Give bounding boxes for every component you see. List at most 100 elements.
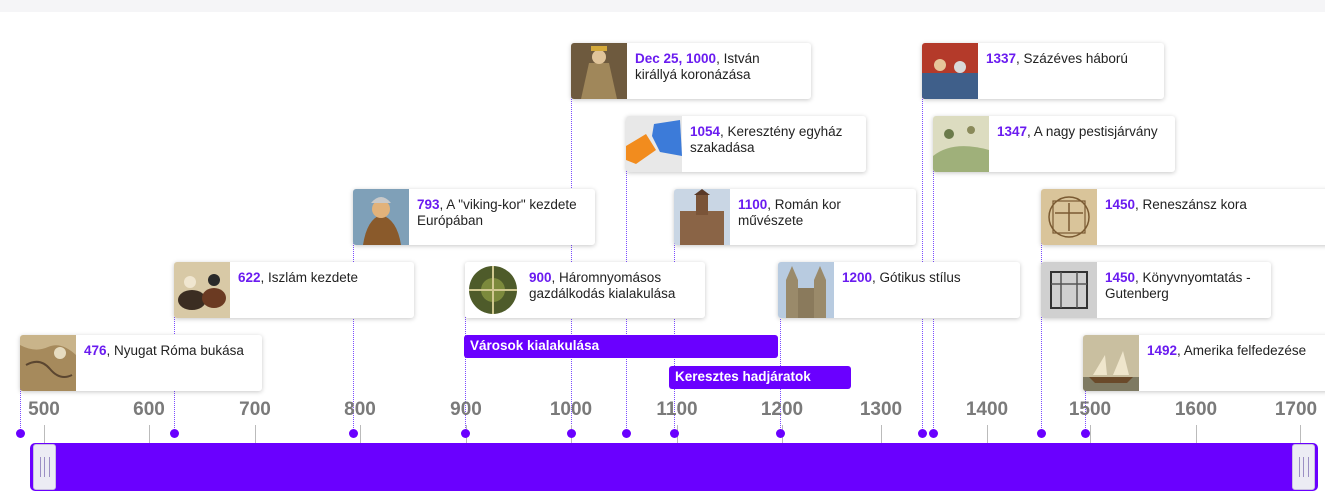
event-line-viking [353, 236, 354, 434]
event-marker-gothic[interactable] [775, 429, 785, 438]
axis-tick-label: 1500 [1068, 399, 1112, 420]
event-card-roman[interactable]: 1100, Román kor művészete [674, 189, 916, 245]
event-marker-schism[interactable] [621, 429, 631, 438]
grip-icon [39, 457, 50, 477]
axis-tick-label: 1000 [549, 399, 593, 420]
axis-tick [44, 425, 45, 443]
axis-tick-label: 1600 [1174, 399, 1218, 420]
period-crusades[interactable]: Keresztes hadjáratok [669, 366, 851, 389]
event-date: 476 [84, 343, 107, 358]
event-card-print[interactable]: 1450, Könyvnyomtatás - Gutenberg [1041, 262, 1271, 318]
axis-tick-label: 600 [133, 399, 165, 420]
axis-tick [360, 425, 361, 443]
event-title: , Nyugat Róma bukása [106, 343, 244, 358]
event-date: 622 [238, 270, 261, 285]
event-card-islam[interactable]: 622, Iszlám kezdete [174, 262, 414, 318]
event-title: , Keresztény egyház szakadása [690, 124, 843, 155]
axis-tick [1300, 425, 1301, 443]
event-card-gothic[interactable]: 1200, Gótikus stílus [778, 262, 1020, 318]
event-date: 1054 [690, 124, 721, 139]
event-marker-threefield[interactable] [460, 429, 470, 438]
event-title: , Könyvnyomtatás - Gutenberg [1105, 270, 1251, 301]
king-image [571, 43, 627, 99]
event-title: , A "viking-kor" kezdete Európában [417, 197, 577, 228]
event-marker-roman[interactable] [669, 429, 679, 438]
event-marker-renaissance[interactable] [1036, 429, 1046, 438]
period-cities[interactable]: Városok kialakulása [464, 335, 778, 358]
cathedral-image [778, 262, 834, 318]
event-date: 1450 [1105, 270, 1136, 285]
event-line-rome [20, 382, 21, 434]
event-date: Dec 25, 1000 [635, 51, 717, 66]
axis-tick-label: 800 [344, 399, 376, 420]
event-date: 1450 [1105, 197, 1136, 212]
axis-tick [149, 425, 150, 443]
event-card-istvan[interactable]: Dec 25, 1000, István királlyá koronázása [571, 43, 811, 99]
top-band [0, 0, 1325, 12]
event-title: , Háromnyomásos gazdálkodás kialakulása [529, 270, 676, 301]
event-title: , A nagy pestisjárvány [1027, 124, 1158, 139]
event-marker-islam[interactable] [169, 429, 179, 438]
event-card-hundred[interactable]: 1337, Százéves háború [922, 43, 1164, 99]
event-title: , Gótikus stílus [872, 270, 961, 285]
viking-image [353, 189, 409, 245]
printing-press-image [1041, 262, 1097, 318]
event-card-viking[interactable]: 793, A "viking-kor" kezdete Európában [353, 189, 595, 245]
axis-tick [255, 425, 256, 443]
event-marker-istvan[interactable] [566, 429, 576, 438]
church-image [674, 189, 730, 245]
event-marker-viking[interactable] [348, 429, 358, 438]
event-marker-rome[interactable] [15, 429, 25, 438]
riders-image [174, 262, 230, 318]
range-handle-right[interactable] [1292, 444, 1315, 490]
event-date: 1100 [738, 197, 768, 212]
axis-tick-label: 1400 [965, 399, 1009, 420]
wheel-image [465, 262, 521, 318]
axis-tick-label: 1300 [859, 399, 903, 420]
battle-image [922, 43, 978, 99]
axis-tick-label: 1100 [656, 399, 698, 420]
map-image [20, 335, 76, 391]
ships-image [1083, 335, 1139, 391]
axis-tick [987, 425, 988, 443]
event-date: 900 [529, 270, 552, 285]
europe-map-image [626, 116, 682, 172]
event-title: , István királlyá koronázása [635, 51, 760, 82]
event-card-schism[interactable]: 1054, Keresztény egyház szakadása [626, 116, 866, 172]
event-title: , Amerika felfedezése [1177, 343, 1307, 358]
event-date: 793 [417, 197, 440, 212]
axis-tick-label: 900 [450, 399, 482, 420]
axis-tick-label: 1200 [760, 399, 804, 420]
event-line-renaissance [1041, 236, 1042, 434]
event-title: , Iszlám kezdete [260, 270, 359, 285]
event-title: , Reneszánsz kora [1135, 197, 1247, 212]
grip-icon [1298, 457, 1309, 477]
axis-tick-label: 700 [239, 399, 271, 420]
axis-tick [881, 425, 882, 443]
event-card-threefield[interactable]: 900, Háromnyomásos gazdálkodás kialakulá… [465, 262, 705, 318]
event-card-rome[interactable]: 476, Nyugat Róma bukása [20, 335, 262, 391]
event-marker-america[interactable] [1080, 429, 1090, 438]
event-date: 1337 [986, 51, 1017, 66]
range-handle-left[interactable] [33, 444, 56, 490]
event-date: 1200 [842, 270, 873, 285]
axis-tick [1090, 425, 1091, 443]
event-date: 1347 [997, 124, 1028, 139]
event-card-america[interactable]: 1492, Amerika felfedezése [1083, 335, 1325, 391]
event-title: , Százéves háború [1016, 51, 1128, 66]
event-marker-hundred[interactable] [917, 429, 927, 438]
plague-image [933, 116, 989, 172]
axis-tick [1196, 425, 1197, 443]
event-card-plague[interactable]: 1347, A nagy pestisjárvány [933, 116, 1175, 172]
event-title: , Román kor művészete [738, 197, 841, 228]
event-line-america [1085, 382, 1086, 434]
axis-tick-label: 1700 [1274, 399, 1318, 420]
range-navigator[interactable] [30, 443, 1318, 491]
event-line-threefield [465, 309, 466, 434]
axis-tick-label: 500 [28, 399, 60, 420]
event-marker-plague[interactable] [928, 429, 938, 438]
event-date: 1492 [1147, 343, 1178, 358]
event-card-renaissance[interactable]: 1450, Reneszánsz kora [1041, 189, 1325, 245]
vitruvian-man-image [1041, 189, 1097, 245]
